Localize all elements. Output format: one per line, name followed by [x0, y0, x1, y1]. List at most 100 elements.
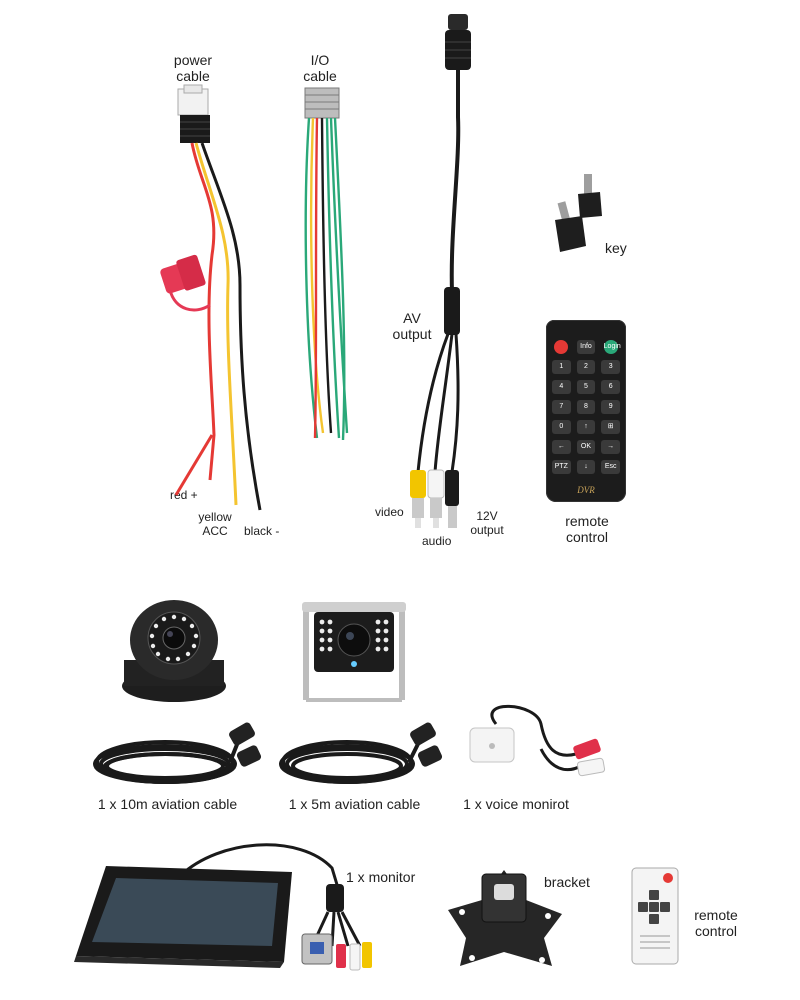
- aviation-cable-10m-plug-b: [236, 745, 262, 767]
- av-output-cable-image: [410, 14, 471, 528]
- dvr-remote-key[interactable]: ↑: [576, 420, 596, 434]
- dvr-remote-key[interactable]: 9: [601, 400, 620, 414]
- bracket-holes: [459, 909, 551, 963]
- keys-image: [555, 174, 602, 252]
- dvr-remote-key[interactable]: ↓: [576, 460, 596, 474]
- aviation-cable-5m-label: 1 x 5m aviation cable: [288, 796, 421, 812]
- yellow-acc-label-line2: ACC: [202, 524, 228, 538]
- monitor-image: [74, 843, 372, 971]
- dc-12v-plug: [445, 470, 459, 528]
- dvr-remote-key[interactable]: 2: [576, 360, 596, 374]
- io-connector-slots: [305, 94, 339, 110]
- power-cable-label-line2: cable: [176, 68, 210, 84]
- dvr-remote-key[interactable]: OK: [576, 440, 596, 454]
- key-label: key: [605, 240, 627, 256]
- io-cable-label: I/O cable: [292, 52, 348, 84]
- dvr-remote-key[interactable]: 1: [552, 360, 571, 374]
- voice-monitor-rca-red: [573, 738, 601, 760]
- dvr-remote-key[interactable]: PTZ: [552, 460, 571, 474]
- av-aviation-ribs: [445, 41, 471, 59]
- yellow-wire: [194, 142, 238, 506]
- rear-camera-lens-glare: [346, 632, 354, 640]
- power-connector-ribs: [180, 121, 210, 137]
- remote-control-label-top: remote control: [552, 513, 622, 545]
- red-wire: [190, 142, 216, 481]
- dvr-remote-key[interactable]: Esc: [601, 460, 620, 474]
- dvr-remote-key[interactable]: 0: [552, 420, 571, 434]
- dvr-remote-key[interactable]: 5: [576, 380, 596, 394]
- dvr-remote-key[interactable]: [554, 340, 569, 354]
- rear-camera-visor: [302, 602, 406, 612]
- monitor-rca-red: [336, 944, 346, 968]
- mini-remote-image: [631, 867, 679, 965]
- remote-control-label-bottom: remote control: [686, 907, 746, 939]
- rear-camera-lens: [337, 623, 371, 657]
- yellow-acc-label-line1: yellow: [198, 510, 232, 524]
- aviation-cable-10m-image: [93, 722, 262, 784]
- dvr-remote-key[interactable]: ⊞: [601, 420, 620, 434]
- av-output-label-line2: output: [392, 326, 432, 342]
- bracket-image: [448, 870, 562, 966]
- av-power-wire: [450, 333, 460, 473]
- aviation-cable-5m-plug-b: [417, 745, 443, 767]
- key-blade-2: [557, 201, 571, 223]
- io-wires: [304, 117, 349, 441]
- dome-camera-lens-glare: [167, 631, 173, 637]
- dvr-remote-key[interactable]: 7: [552, 400, 571, 414]
- black-minus-label: black -: [244, 524, 280, 538]
- av-output-label-line1: AV: [403, 310, 421, 326]
- remote-control-label-top-line1: remote: [565, 513, 609, 529]
- aviation-cable-10m-label: 1 x 10m aviation cable: [97, 796, 238, 812]
- video-label: video: [375, 505, 404, 519]
- remote-control-label-bottom-line2: control: [694, 923, 738, 939]
- aviation-cable-5m-image: [279, 722, 443, 784]
- av-aviation-head: [448, 14, 468, 30]
- dvr-remote-key[interactable]: 6: [601, 380, 620, 394]
- mini-remote-text-lines: [640, 935, 670, 949]
- monitor-split-wires: [314, 911, 362, 947]
- io-cable-label-line2: cable: [303, 68, 337, 84]
- power-cable-label: power cable: [163, 52, 223, 84]
- power-cable-label-line1: power: [173, 52, 213, 68]
- monitor-screen: [92, 878, 278, 946]
- rear-camera-image: [302, 602, 406, 702]
- rear-camera-ir-leds: [319, 619, 389, 652]
- av-output-label: AV output: [382, 310, 442, 342]
- black-wire: [200, 142, 262, 511]
- io-cable-image: [304, 87, 349, 441]
- dome-camera-ir-leds: [149, 614, 199, 662]
- remote-control-label-bottom-line1: remote: [694, 907, 738, 923]
- dvr-remote-key[interactable]: →: [601, 440, 620, 454]
- fuse-cap: [176, 254, 206, 291]
- dvr-remote-key[interactable]: Info: [576, 340, 596, 354]
- dvr-remote-key[interactable]: 8: [576, 400, 596, 414]
- key-head-2: [555, 216, 586, 252]
- rear-camera-bracket-sides: [303, 608, 405, 700]
- monitor-bottom-edge: [74, 956, 284, 968]
- output-12v-label-line1: 12V: [476, 509, 498, 523]
- voice-monitor-wire: [490, 704, 577, 757]
- dome-camera-lens: [162, 626, 186, 650]
- yellow-acc-label: yellow ACC: [190, 510, 240, 538]
- dvr-remote-key[interactable]: ←: [552, 440, 571, 454]
- dvr-remote-key[interactable]: Login: [603, 340, 621, 354]
- av-main-wire: [449, 70, 461, 293]
- monitor-rca-white: [349, 943, 361, 971]
- voice-monitor-mic-hole: [489, 743, 495, 749]
- aviation-cable-5m-coil: [279, 740, 415, 784]
- dvr-remote-key[interactable]: 4: [552, 380, 571, 394]
- voice-monitor-label: 1 x voice monirot: [463, 796, 569, 812]
- mini-remote-dpad: [638, 890, 670, 924]
- power-connector-tab: [183, 84, 203, 94]
- voice-monitor-wire-2: [539, 748, 582, 772]
- fuse-strap: [168, 289, 211, 312]
- av-video-wire: [416, 333, 450, 473]
- mini-remote-power-button: [663, 873, 673, 883]
- dvr-remote-key[interactable]: 3: [601, 360, 620, 374]
- monitor-cable: [178, 843, 340, 889]
- rca-audio-plug: [427, 469, 445, 528]
- dome-camera-image: [122, 600, 226, 702]
- dvr-remote-brand: DVR: [577, 485, 595, 495]
- io-connector: [304, 87, 340, 119]
